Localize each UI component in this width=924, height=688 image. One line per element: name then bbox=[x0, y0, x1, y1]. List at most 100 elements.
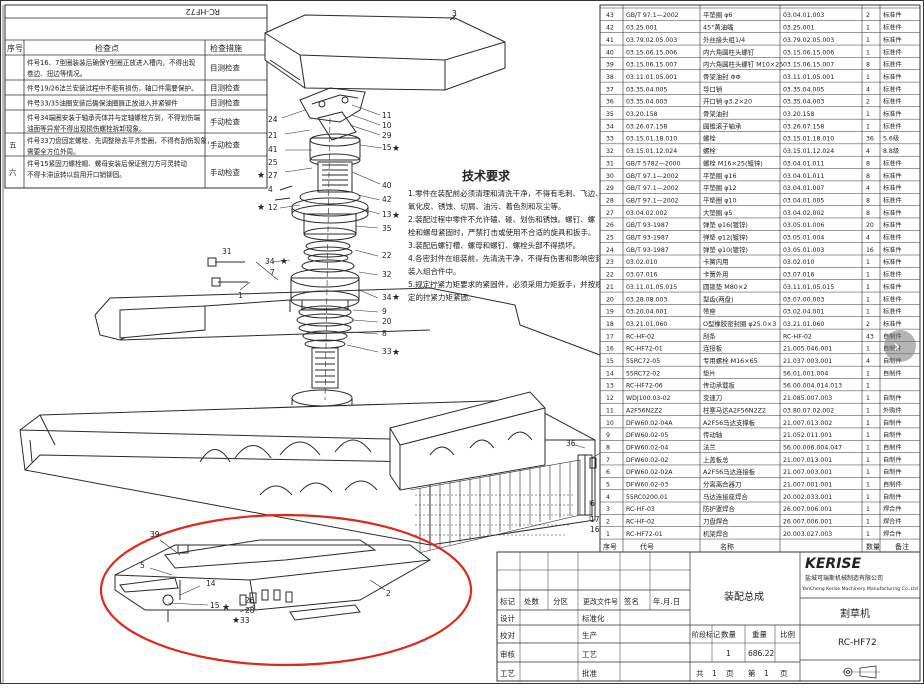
bom-cell: DFW60.02-02 bbox=[626, 457, 668, 464]
tb-weight-label: 重量 bbox=[752, 630, 767, 639]
inspection-row-measure: 目测检查 bbox=[210, 83, 240, 93]
bom-cell: 自制件 bbox=[883, 456, 902, 464]
bom-cell: 21.005.046.001 bbox=[783, 346, 832, 353]
tech-title: 技术要求 bbox=[462, 168, 511, 183]
inspection-row-measure: 目测检查 bbox=[210, 98, 240, 108]
tb-page-label: 页 bbox=[726, 669, 734, 678]
bom-cell: 36 bbox=[866, 136, 874, 143]
star-mark: ★ bbox=[392, 293, 400, 303]
bom-cell: GB/T 97.1—2002 bbox=[626, 185, 679, 192]
bom-cell: 21.007.001.001 bbox=[783, 482, 832, 489]
bom-cell: 8 bbox=[866, 210, 870, 217]
bom-cell: 1 bbox=[866, 469, 870, 476]
bom-cell: 33 bbox=[606, 136, 614, 143]
bom-cell: 03.04.02.002 bbox=[626, 210, 667, 217]
bom-cell: 2 bbox=[606, 519, 610, 526]
brand-logo: KERISE bbox=[805, 556, 861, 572]
bom-cell: 1 bbox=[866, 457, 870, 464]
tb-approve: 批准 bbox=[582, 668, 597, 678]
bom-cell: 平垫圈 φ16 bbox=[703, 171, 737, 180]
bom-cell: 03.04.01.011 bbox=[783, 173, 824, 180]
bom-cell: 自制件 bbox=[883, 468, 902, 476]
bom-cell: 03.11.01.05.015 bbox=[783, 284, 834, 291]
motor-bracket bbox=[299, 87, 366, 123]
bom-cell: 23 bbox=[606, 259, 614, 266]
inspection-row-measure: 目测检查 bbox=[210, 63, 240, 73]
inspection-row-text: 件号33/35油圈安装后确保油圈唇正放进入并紧铆件 bbox=[27, 99, 178, 108]
bom-cell: 8 bbox=[866, 197, 870, 204]
tb-inspect: 工艺 bbox=[582, 650, 597, 659]
bom-cell: 03.20.158 bbox=[626, 111, 658, 118]
inspection-row-text: 件号16、7型圈装装后确保Y型圈正放进入槽内，不得出现 bbox=[27, 58, 196, 67]
side-bolts bbox=[207, 185, 293, 287]
bom-cell: 1 bbox=[866, 259, 870, 266]
star-mark: ★ bbox=[232, 616, 240, 626]
bom-cell: 1 bbox=[606, 531, 610, 538]
star-mark: ★ bbox=[392, 211, 400, 221]
callout-27: 27 bbox=[268, 171, 278, 180]
bom-cell: 弹垫 φ16(镀锌) bbox=[703, 220, 748, 229]
bom-cell: 导口销 bbox=[703, 84, 723, 93]
bom-cell: 1 bbox=[866, 506, 870, 513]
company-en: YanCheng Kerise Machinery Manufacturing … bbox=[801, 586, 918, 592]
bom-cell: 03.05.01.004 bbox=[783, 235, 824, 242]
bom-cell: 平垫圈 φ6 bbox=[703, 10, 733, 19]
bom-cell: RC-HF-02 bbox=[783, 333, 812, 340]
bom-cell: 变速刀 bbox=[703, 393, 722, 402]
bom-cell: 标准件 bbox=[883, 196, 902, 204]
bom-cell: 26.007.006.001 bbox=[783, 519, 832, 526]
tb-process: 工艺 bbox=[500, 669, 515, 678]
bom-cell: 1 bbox=[866, 370, 870, 377]
bom-cell: RC-HF72-06 bbox=[626, 383, 663, 390]
bom-cell: 41 bbox=[606, 37, 614, 44]
bom-cell: GB/T 93-1987 bbox=[626, 222, 669, 229]
bom-cell: 03.15.06.15.006 bbox=[783, 49, 834, 56]
bom-cell: DFW60.02-05 bbox=[626, 432, 668, 439]
bom-cell: 焊合件 bbox=[883, 530, 902, 538]
bearing-housing bbox=[290, 268, 360, 407]
callout-22: 22 bbox=[382, 251, 392, 260]
bom-cell: 03.79.02.05.003 bbox=[783, 37, 834, 44]
next-page-button[interactable]: › bbox=[884, 330, 916, 362]
callout-31: 31 bbox=[222, 247, 232, 256]
bom-cell: 机架焊合 bbox=[703, 529, 729, 538]
inspection-row-no: 六 bbox=[9, 167, 17, 177]
bom-cell: 25 bbox=[606, 235, 614, 242]
bom-cell: 弹垫 φ12(镀锌) bbox=[703, 233, 748, 242]
callout-41: 41 bbox=[268, 145, 278, 154]
bom-cell: RC-HF72-01 bbox=[626, 531, 663, 538]
bom-cell: 5 bbox=[606, 482, 610, 489]
bom-cell: GB/T 97.1—2002 bbox=[626, 197, 679, 204]
col-header-no: 序号 bbox=[7, 43, 23, 53]
bom-cell: 8 bbox=[866, 173, 870, 180]
bom-cell: 标准件 bbox=[883, 295, 902, 303]
bom-cell: 19 bbox=[606, 309, 614, 316]
tech-line: 4.各密封件在组装前，先清洗干净，不得有伤害和影响密封 bbox=[408, 253, 603, 263]
bom-cell: 26.007.006.001 bbox=[783, 506, 832, 513]
callouts: 3 24 21 41 25 27 4 12 11 10 29 15 40 42 … bbox=[140, 9, 614, 626]
tb-current-value: 1 bbox=[764, 669, 769, 678]
bom-cell: 1 bbox=[866, 346, 870, 353]
bom-cell: 11 bbox=[606, 407, 614, 414]
tb-scale-label: 比例 bbox=[780, 629, 795, 639]
inspection-rows: 件号16、7型圈装装后确保Y型圈正放进入槽内，不得出现卷边、扭边等情况。目测检查… bbox=[9, 58, 240, 179]
bom-cell: 03.04.01.003 bbox=[783, 12, 824, 19]
bom-cell: 03.02.04.001 bbox=[783, 309, 824, 316]
chevron-right-icon: › bbox=[893, 336, 901, 357]
bom-cell: 10 bbox=[606, 420, 614, 427]
bom-cell: 03.15.06.15.007 bbox=[626, 62, 677, 69]
bom-cell: 36 bbox=[606, 99, 614, 106]
bom-cell: 1 bbox=[866, 284, 870, 291]
bom-cell: 03.80.07.02.002 bbox=[783, 407, 834, 414]
bom-cell: 分离离合器刀 bbox=[703, 480, 741, 489]
inspection-row-no: 五 bbox=[9, 141, 17, 150]
tb-standard: 标准化 bbox=[582, 613, 605, 623]
tb-qty-value: 1 bbox=[726, 649, 731, 658]
bom-cell: DFW60.02-02A bbox=[626, 469, 673, 476]
bom-cell: 03.15.06.15.006 bbox=[626, 49, 677, 56]
bom-cell: 自制件 bbox=[883, 493, 902, 501]
bom-cell: A2F56马达支撑板 bbox=[703, 418, 756, 427]
inspection-row-text: 卷边、扭边等情况。 bbox=[27, 69, 86, 78]
bom-cell: 29 bbox=[606, 185, 614, 192]
bom-cell: GB/T 97.1—2002 bbox=[626, 12, 679, 19]
